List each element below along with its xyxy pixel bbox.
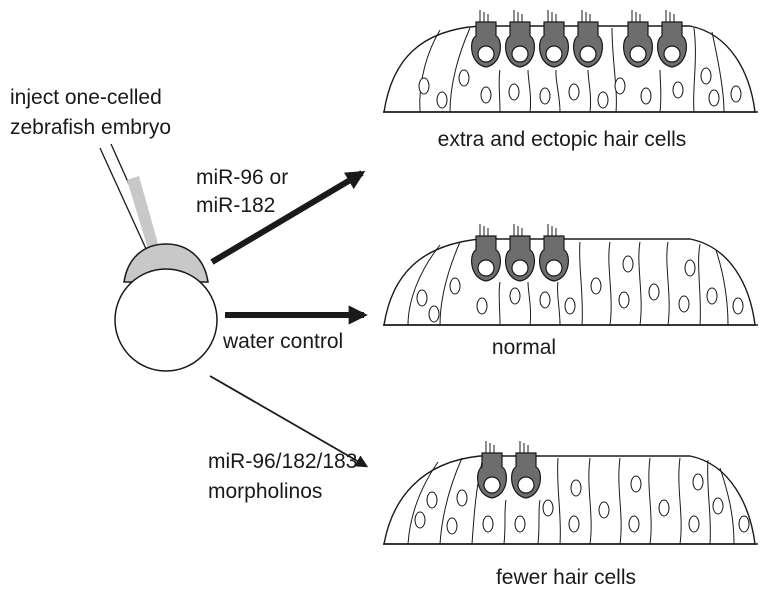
mir-label-line1: miR-96 or [196, 166, 288, 189]
inject-label-line2: zebrafish embryo [10, 116, 171, 139]
hair-cell [573, 10, 603, 68]
support-cell-nuclei [418, 67, 742, 109]
support-cell-lines [407, 457, 735, 545]
mir-label-line2: miR-182 [196, 194, 275, 217]
arrow-mir-overexpression [210, 170, 366, 265]
hair-cell-group-3 [477, 441, 541, 499]
outcome-caption-3: fewer hair cells [496, 566, 636, 589]
support-cell-nuclei [416, 255, 744, 323]
arrow-morpholino [209, 375, 369, 468]
hair-cell [539, 224, 569, 282]
outcome-caption-2: normal [492, 336, 556, 359]
morpholino-label-line2: morpholinos [208, 480, 322, 503]
hair-cell [471, 224, 501, 282]
hair-cell [505, 10, 535, 68]
support-cell-nuclei [414, 473, 750, 535]
outcome-caption-1: extra and ectopic hair cells [438, 128, 687, 151]
embryo [114, 243, 218, 372]
neuromast-fewer [383, 455, 758, 545]
inject-label-line1: inject one-celled [10, 86, 162, 109]
morpholino-label-line1: miR-96/182/183 [208, 450, 357, 473]
hair-cell [477, 441, 507, 499]
micropipette [99, 143, 163, 263]
water-control-label: water control [222, 330, 343, 353]
hair-cell [471, 10, 501, 68]
hair-cell-group-1 [471, 10, 687, 68]
hair-cell [657, 10, 687, 68]
support-cell-lines [407, 241, 729, 326]
hair-cell [511, 441, 541, 499]
hair-cell [623, 10, 653, 68]
hair-cell [539, 10, 569, 68]
neuromast-extra [383, 25, 758, 113]
hair-cell-group-2 [471, 224, 569, 282]
neuromast-normal [383, 238, 758, 326]
support-cell-lines [419, 27, 725, 113]
hair-cell [505, 224, 535, 282]
